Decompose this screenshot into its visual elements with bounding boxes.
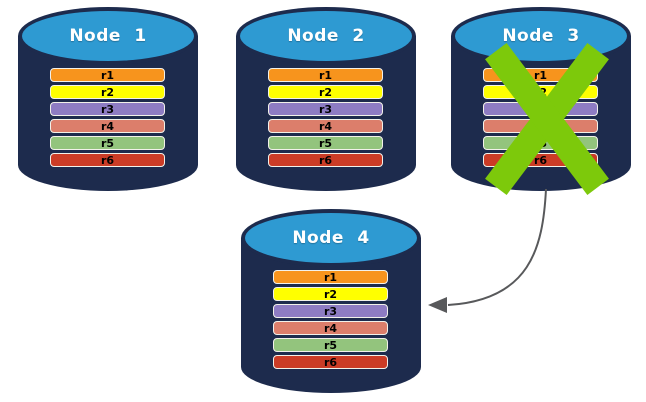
node-4-rows: r1 r2 r3 r4 r5 r6 (273, 270, 388, 369)
node-2-rows: r1 r2 r3 r4 r5 r6 (268, 68, 383, 167)
node-1-row-r4: r4 (50, 119, 165, 133)
node-1-rows: r1 r2 r3 r4 r5 r6 (50, 68, 165, 167)
node-2-row-r3: r3 (268, 102, 383, 116)
node-2-row-r1: r1 (268, 68, 383, 82)
failover-arrowhead-icon (428, 297, 447, 313)
node-2-row-r2: r2 (268, 85, 383, 99)
node-4-cylinder-top: Node 4 (245, 213, 417, 263)
node-1-row-r5: r5 (50, 136, 165, 150)
node-1-title: Node 1 (69, 26, 147, 46)
node-1: Node 1 r1 r2 r3 r4 r5 r6 (18, 7, 198, 191)
node-1-row-r6: r6 (50, 153, 165, 167)
node-2: Node 2 r1 r2 r3 r4 r5 r6 (236, 7, 416, 191)
node-4-row-r3: r3 (273, 304, 388, 318)
node-4-row-r4: r4 (273, 321, 388, 335)
node-4-row-r1: r1 (273, 270, 388, 284)
node-4-row-r5: r5 (273, 338, 388, 352)
node-4: Node 4 r1 r2 r3 r4 r5 r6 (241, 209, 421, 393)
node-3-title: Node 3 (502, 26, 580, 46)
node-2-row-r4: r4 (268, 119, 383, 133)
node-1-row-r2: r2 (50, 85, 165, 99)
node-2-cylinder-top: Node 2 (240, 11, 412, 61)
node-3: Node 3 r1 r2 r3 r4 r5 r6 (451, 7, 631, 196)
node-2-title: Node 2 (287, 26, 365, 46)
node-4-row-r6: r6 (273, 355, 388, 369)
node-4-row-r2: r2 (273, 287, 388, 301)
node-1-row-r3: r3 (50, 102, 165, 116)
node-4-title: Node 4 (292, 228, 370, 248)
node-2-row-r5: r5 (268, 136, 383, 150)
node-1-cylinder-top: Node 1 (22, 11, 194, 61)
failure-x-icon (485, 42, 609, 196)
node-1-row-r1: r1 (50, 68, 165, 82)
failover-arrow-path (447, 188, 547, 306)
node-2-row-r6: r6 (268, 153, 383, 167)
